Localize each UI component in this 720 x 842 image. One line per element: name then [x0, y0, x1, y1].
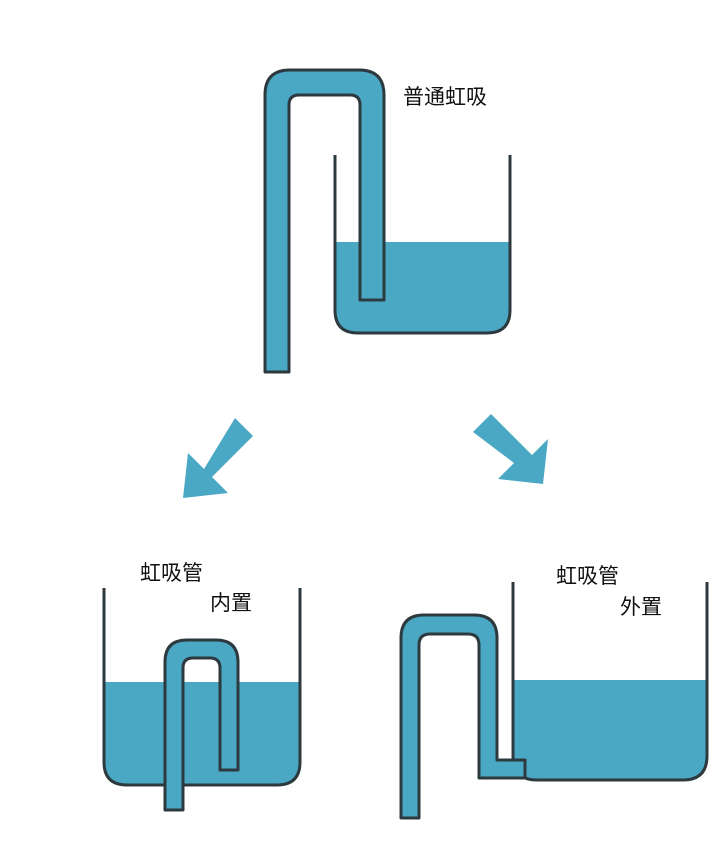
top-siphon-tube	[263, 68, 386, 374]
top-container	[333, 155, 512, 335]
arrow-left	[183, 418, 253, 498]
left-siphon-tube	[163, 638, 240, 812]
label-ordinary-siphon: 普通虹吸	[403, 85, 487, 109]
right-siphon-tube	[399, 613, 527, 820]
label-external-line2: 外置	[620, 595, 662, 619]
right-container-water	[513, 680, 707, 780]
label-internal-line1: 虹吸管	[140, 561, 203, 585]
left-container	[102, 588, 302, 787]
ordinary-siphon	[263, 68, 512, 374]
label-external-line1: 虹吸管	[556, 564, 619, 588]
internal-siphon	[102, 588, 302, 812]
left-container-water	[104, 682, 300, 785]
label-internal-line2: 内置	[210, 591, 252, 615]
external-siphon	[399, 582, 709, 820]
arrow-right	[473, 414, 548, 484]
